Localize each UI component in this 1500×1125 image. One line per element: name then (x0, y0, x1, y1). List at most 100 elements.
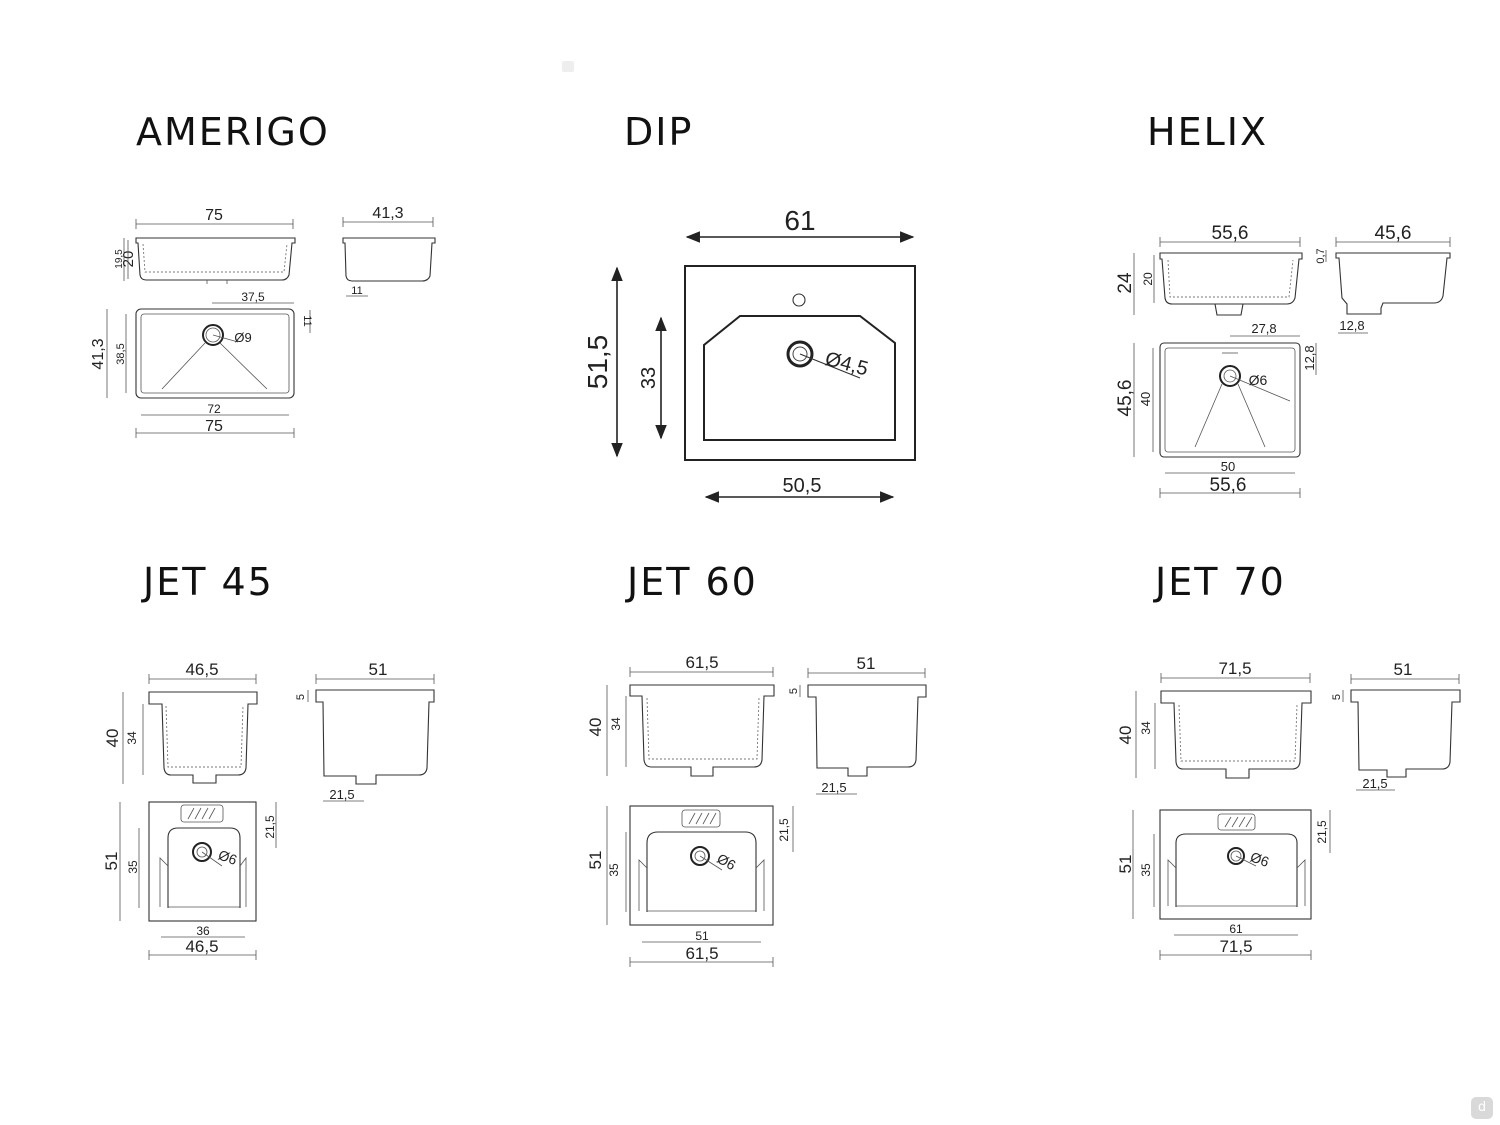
helix-plan-inner-depth-label: 40 (1138, 392, 1153, 406)
jet45-plan-inner-depth-label: 35 (126, 860, 140, 874)
jet60-plan-view: Ø6 51 35 21,5 51 61,5 (586, 805, 794, 967)
dip-drawing: DIP 61 Ø4,5 51,5 33 50,5 (582, 110, 916, 503)
dip-basin-depth-label: 33 (638, 367, 660, 389)
jet70-side-drain-offset-label: 21,5 (1362, 776, 1387, 791)
jet70-plan-view: Ø6 51 35 21,5 61 71,5 (1116, 809, 1331, 960)
helix-drawing: HELIX 55,6 24 20 45,6 0,7 12,8 (1115, 110, 1451, 498)
jet45-height-total-label: 40 (103, 729, 122, 748)
amerigo-side-view: 41,3 11 (342, 205, 436, 297)
jet70-height-inner-label: 34 (1139, 721, 1153, 735)
helix-side-drain-offset-label: 12,8 (1339, 318, 1364, 333)
jet45-side-depth-label: 51 (369, 660, 388, 679)
helix-drain-diameter-label: Ø6 (1249, 372, 1268, 388)
jet70-title: JET 70 (1153, 560, 1286, 604)
dip-tap-hole (792, 293, 806, 307)
amerigo-drawing: AMERIGO 75 20 19,5 41,3 11 (90, 110, 436, 438)
amerigo-height-total-label: 20 (120, 251, 137, 268)
jet60-plan-inner-width-label: 51 (695, 929, 709, 943)
dip-top-width-label: 61 (784, 205, 815, 236)
jet60-plan-width-label: 61,5 (685, 944, 718, 963)
helix-front-view: 55,6 24 20 (1115, 223, 1303, 316)
helix-plan-inner-width-label: 50 (1221, 459, 1235, 474)
jet70-plan-inner-width-label: 61 (1229, 922, 1243, 936)
jet45-plan-width-label: 46,5 (185, 937, 218, 956)
jet60-height-total-label: 40 (586, 718, 605, 737)
jet60-plan-depth-label: 51 (586, 851, 605, 870)
jet45-plan-offset-label: 21,5 (263, 815, 277, 839)
jet45-drain-diameter-label: Ø6 (216, 847, 239, 868)
jet70-front-view: 71,5 40 34 (1116, 659, 1312, 779)
amerigo-plan-width-label: 75 (205, 418, 223, 435)
jet60-plan-inner-depth-label: 35 (607, 863, 621, 877)
amerigo-plan-inner-width-label: 72 (207, 402, 221, 416)
brand-logo-text: d (1477, 1100, 1487, 1115)
jet60-plan-offset-label: 21,5 (777, 818, 791, 842)
jet45-plan-view: Ø6 51 35 21,5 36 46,5 (102, 801, 277, 960)
brand-logo-icon: d (1471, 1097, 1493, 1119)
scan-artifact-mark (562, 61, 574, 72)
helix-plan-width-label: 55,6 (1210, 475, 1247, 496)
jet70-drawing: JET 70 71,5 40 34 51 5 21,5 (1116, 560, 1461, 960)
helix-drain-offset-label: 27,8 (1251, 321, 1276, 336)
jet70-plan-depth-label: 51 (1116, 855, 1135, 874)
amerigo-top-width-label: 75 (205, 207, 223, 224)
amerigo-plan-inner-depth-label: 38,5 (115, 343, 127, 364)
jet70-top-width-label: 71,5 (1218, 659, 1251, 678)
jet70-side-view: 51 5 21,5 (1331, 660, 1461, 791)
amerigo-plan-depth-label: 41,3 (90, 338, 107, 369)
helix-side-view: 45,6 0,7 12,8 (1315, 223, 1451, 334)
jet70-drain-diameter-label: Ø6 (1248, 849, 1271, 870)
jet45-side-view: 51 5 21,5 (295, 660, 435, 802)
helix-top-width-label: 55,6 (1212, 223, 1249, 244)
amerigo-title: AMERIGO (136, 110, 330, 154)
jet60-height-inner-label: 34 (609, 717, 623, 731)
jet60-side-drain-offset-label: 21,5 (821, 780, 846, 795)
jet45-title: JET 45 (141, 560, 274, 604)
helix-height-inner-label: 20 (1141, 272, 1155, 286)
jet45-side-rim-label: 5 (295, 694, 307, 700)
dip-title: DIP (624, 110, 693, 154)
amerigo-height-inner-label: 19,5 (114, 249, 125, 269)
dip-bottom-width-label: 50,5 (783, 475, 822, 497)
jet45-plan-depth-label: 51 (102, 852, 121, 871)
jet45-drawing: JET 45 46,5 40 34 51 5 21,5 (102, 560, 435, 960)
dip-basin-inner (703, 315, 896, 441)
jet70-side-rim-label: 5 (1331, 694, 1343, 700)
jet60-drawing: JET 60 61,5 40 34 51 5 21,5 (586, 560, 927, 967)
jet60-title: JET 60 (625, 560, 758, 604)
jet60-side-depth-label: 51 (857, 654, 876, 673)
jet45-front-view: 46,5 40 34 (103, 660, 258, 784)
helix-plan-offset-label: 12,8 (1302, 345, 1317, 370)
helix-title: HELIX (1147, 110, 1268, 154)
jet45-plan-inner-width-label: 36 (196, 924, 210, 938)
amerigo-front-view: 75 20 19,5 (114, 207, 296, 284)
helix-height-total-label: 24 (1115, 272, 1136, 294)
jet60-side-view: 51 5 21,5 (788, 654, 927, 795)
amerigo-plan-offset-label: 11 (301, 315, 313, 326)
jet45-side-drain-offset-label: 21,5 (329, 787, 354, 802)
amerigo-side-depth-label: 41,3 (372, 205, 403, 222)
jet70-plan-offset-label: 21,5 (1315, 820, 1329, 844)
jet60-drain-diameter-label: Ø6 (714, 850, 738, 873)
jet70-height-total-label: 40 (1116, 726, 1135, 745)
helix-plan-depth-label: 45,6 (1115, 380, 1136, 417)
dip-depth-total-label: 51,5 (582, 335, 613, 390)
helix-side-depth-label: 45,6 (1375, 223, 1412, 244)
amerigo-side-overflow-label: 11 (351, 285, 362, 297)
jet60-side-rim-label: 5 (788, 688, 800, 694)
jet70-side-depth-label: 51 (1394, 660, 1413, 679)
dip-basin-outline (684, 265, 916, 461)
jet70-plan-width-label: 71,5 (1219, 937, 1252, 956)
jet70-plan-inner-depth-label: 35 (1139, 863, 1153, 877)
helix-side-rim-label: 0,7 (1315, 248, 1327, 263)
helix-plan-view: 27,8 Ø6 12,8 45,6 40 50 55,6 (1115, 321, 1317, 498)
jet45-height-inner-label: 34 (125, 731, 139, 745)
amerigo-plan-view: 37,5 Ø9 41,3 38,5 11 72 75 (90, 290, 313, 438)
amerigo-drain-offset-label: 37,5 (241, 290, 265, 304)
jet45-top-width-label: 46,5 (185, 660, 218, 679)
amerigo-drain-diameter-label: Ø9 (234, 330, 251, 345)
jet60-top-width-label: 61,5 (685, 653, 718, 672)
dip-drain-diameter-label: Ø4,5 (823, 348, 871, 380)
jet60-front-view: 61,5 40 34 (586, 653, 775, 777)
